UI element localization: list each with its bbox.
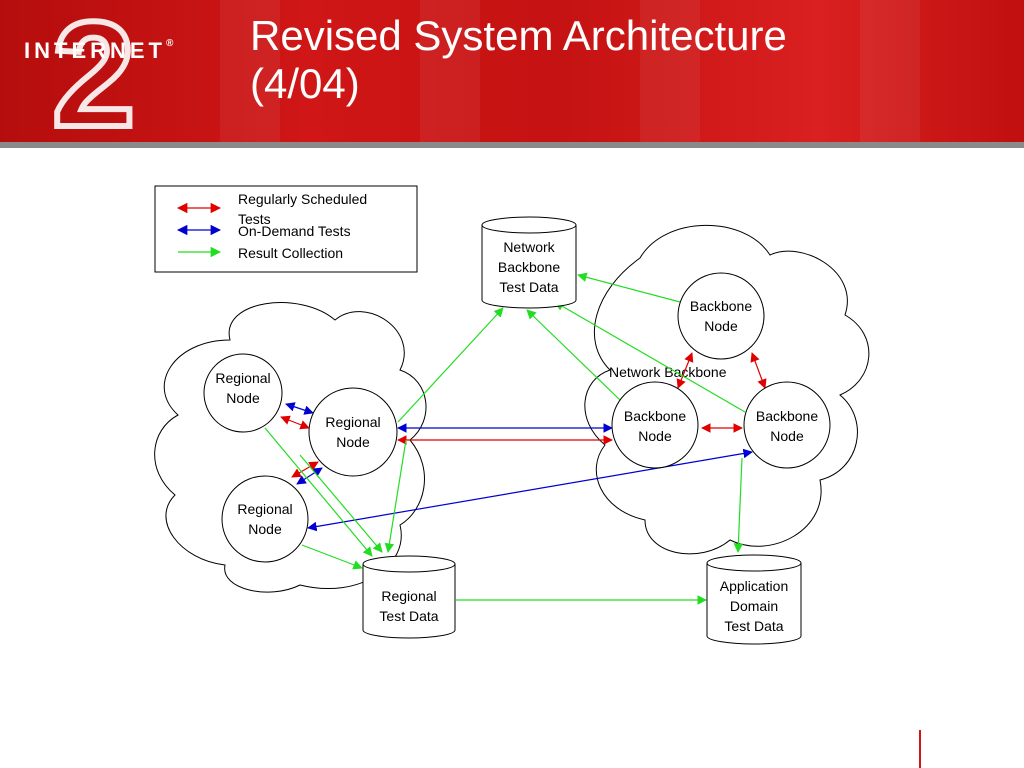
edge-regional1-to-regional-data: [264, 427, 373, 557]
page-title: Revised System Architecture (4/04): [250, 12, 787, 108]
legend-on-demand-label: On-Demand Tests: [238, 223, 351, 239]
edge-backbone-left-to-network-data: [526, 309, 621, 401]
backbone-cloud-label: Network Backbone: [609, 364, 727, 380]
legend-result-label: Result Collection: [238, 245, 343, 261]
logo-numeral: 2: [52, 8, 135, 136]
title-line-2: (4/04): [250, 60, 360, 107]
edge-regional2-to-regional-data: [299, 454, 383, 553]
header-banner: 2 INTERNET® Revised System Architecture …: [0, 0, 1024, 142]
internet2-logo: 2: [49, 8, 138, 136]
edge-network-data-to-regional-data: [384, 439, 407, 553]
legend: Regularly Scheduled Tests On-Demand Test…: [154, 185, 418, 273]
edge-regional3-backbone-ondemand: [307, 448, 753, 532]
edge-backbone-top-right-scheduled: [750, 352, 767, 389]
edge-backbone-top-to-network-data: [577, 272, 681, 303]
edge-backbone-top-left-scheduled: [676, 352, 694, 389]
logo-text: INTERNET®: [24, 38, 174, 63]
header-divider: [0, 142, 1024, 148]
edge-backbone-right-to-application-data: [733, 457, 744, 553]
edge-regional1-regional2-scheduled: [280, 415, 310, 430]
legend-scheduled-label: Regularly Scheduled Tests: [238, 191, 371, 227]
edge-regional2-regional3-scheduled: [291, 461, 319, 478]
edge-regional3-to-regional-data: [301, 544, 363, 570]
edge-regional2-to-network-data: [397, 307, 504, 423]
edge-backbone-right-to-network-data: [554, 301, 746, 413]
footer-accent-line: [919, 730, 921, 768]
edge-regional1-regional2-ondemand: [285, 402, 314, 415]
title-line-1: Revised System Architecture: [250, 12, 787, 59]
